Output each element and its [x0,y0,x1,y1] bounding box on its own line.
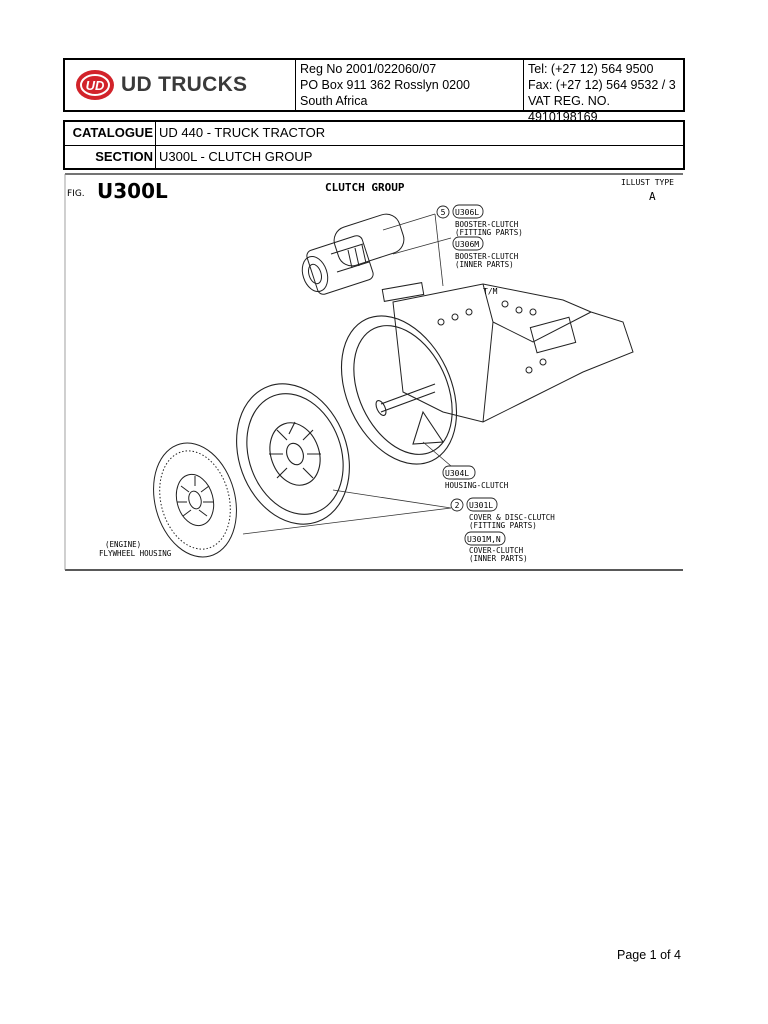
logo-badge-text: UD [86,78,105,93]
callout-line1: BOOSTER-CLUTCH [455,252,519,261]
ud-trucks-logo-icon: UD [76,70,114,100]
flywheel-label: FLYWHEEL HOUSING [99,549,172,558]
illust-type-value: A [649,190,656,203]
callout-line1: BOOSTER-CLUTCH [455,220,519,229]
leader-lines [242,213,452,535]
callout-num: 2 [455,501,460,510]
tel: Tel: (+27 12) 564 9500 [528,62,654,76]
booster-clutch-drawing [301,213,405,295]
section-row: SECTION U300L - CLUTCH GROUP [65,145,683,169]
page-number: Page 1 of 4 [617,948,681,962]
callout-code: U301L [469,501,493,510]
clutch-housing-drawing [340,315,458,465]
clutch-group-diagram: FIG. U300L CLUTCH GROUP ILLUST TYPE A T/… [64,173,683,571]
callout-line2: (FITTING PARTS) [455,228,523,237]
logo-cell: UD UD TRUCKS [65,60,296,110]
callout-line1: COVER & DISC-CLUTCH [469,513,555,522]
section-label: SECTION [65,146,156,169]
engine-label: (ENGINE) [105,540,141,549]
address-cell: Reg No 2001/022060/07 PO Box 911 362 Ros… [296,60,524,110]
fax: Fax: (+27 12) 564 9532 / 3 [528,78,676,92]
callout-line2: (INNER PARTS) [455,260,514,269]
callout-code: U306M [455,240,479,249]
callout-line1: HOUSING-CLUTCH [445,481,509,490]
catalogue-label: CATALOGUE [65,122,156,145]
callout-u306l: 5 U306L BOOSTER-CLUTCH (FITTING PARTS) [436,204,523,237]
callout-u301l: 2 U301L COVER & DISC-CLUTCH (FITTING PAR… [450,497,555,530]
callout-code: U304L [445,469,469,478]
clutch-disc-drawing [153,442,237,558]
clutch-cover-drawing [236,383,350,525]
parts-figure: FIG. U300L CLUTCH GROUP ILLUST TYPE A T/… [63,172,685,578]
callout-code: U306L [455,208,479,217]
letterhead: UD UD TRUCKS Reg No 2001/022060/07 PO Bo… [63,58,685,124]
transmission-drawing [381,282,634,423]
catalogue-row: CATALOGUE UD 440 - TRUCK TRACTOR [65,122,683,145]
reg-no: Reg No 2001/022060/07 [300,62,437,76]
tm-label: T/M [483,287,498,296]
callout-line2: (FITTING PARTS) [469,521,537,530]
callout-u306m: U306M BOOSTER-CLUTCH (INNER PARTS) [452,236,519,269]
callout-num: 5 [441,208,446,217]
callout-code: U301M,N [467,535,501,544]
callout-u301mn: U301M,N COVER-CLUTCH (INNER PARTS) [464,531,528,563]
callout-line1: COVER-CLUTCH [469,546,524,555]
callout-line2: (INNER PARTS) [469,554,528,563]
section-value: U300L - CLUTCH GROUP [159,149,313,164]
logo-text: UD TRUCKS [121,73,248,96]
country: South Africa [300,94,368,108]
po-box: PO Box 911 362 Rosslyn 0200 [300,78,471,92]
callout-u304l: U304L HOUSING-CLUTCH [442,465,509,490]
catalogue-value: UD 440 - TRUCK TRACTOR [159,125,326,140]
catalogue-box: CATALOGUE UD 440 - TRUCK TRACTOR SECTION… [63,120,685,170]
fig-code: U300L [97,179,168,203]
fig-prefix: FIG. [67,189,85,199]
fig-title: CLUTCH GROUP [325,181,405,194]
contact-cell: Tel: (+27 12) 564 9500 Fax: (+27 12) 564… [524,60,683,124]
illust-type-label: ILLUST TYPE [621,178,674,187]
